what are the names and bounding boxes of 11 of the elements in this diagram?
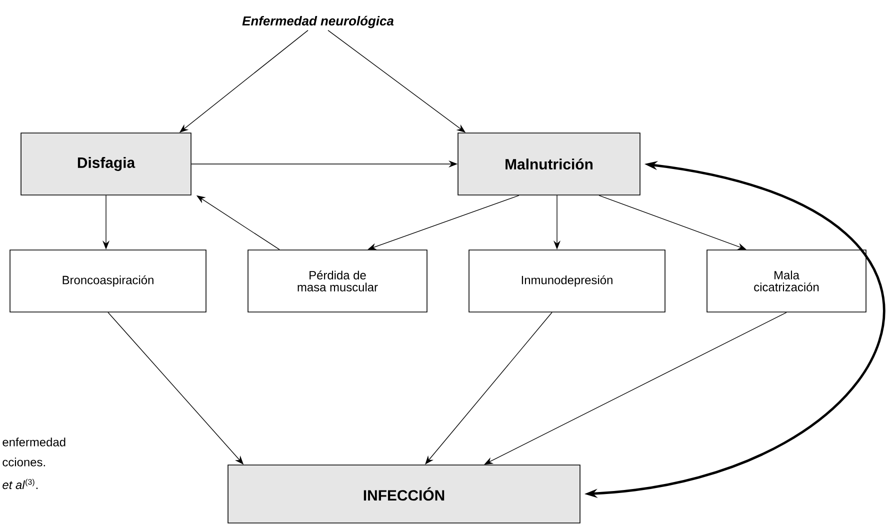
process-box: Pérdida de masa muscular: [248, 250, 428, 312]
note-text: et al$^{(3)}$.: [2, 478, 38, 490]
process-box: Malnutrición: [458, 132, 640, 196]
process-box: INFECCIÓN: [228, 464, 580, 524]
process-box: Inmunodepresión: [468, 250, 666, 312]
process-box: Mala cicatrización: [706, 250, 866, 312]
note-text: enfermedad: [2, 438, 66, 446]
heading-text: Enfermedad neurológica: [242, 16, 394, 28]
process-box: Disfagia: [20, 132, 192, 196]
process-box: Broncoaspiración: [10, 250, 206, 312]
note-text: cciones.: [2, 458, 45, 466]
